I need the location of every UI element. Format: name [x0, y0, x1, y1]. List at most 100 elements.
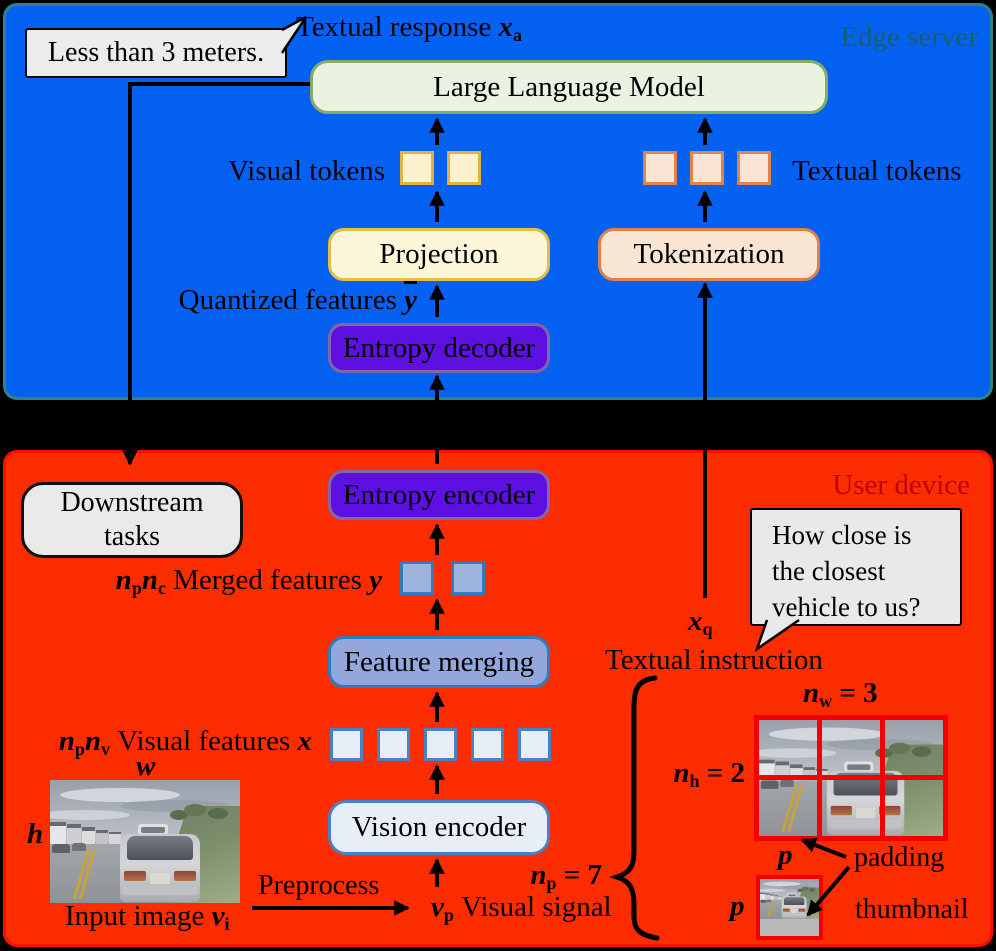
visual-feature-square [377, 728, 410, 761]
taillight-right [174, 871, 196, 881]
bumper [782, 913, 806, 917]
patch-size-label: p [778, 839, 793, 871]
house [760, 892, 765, 900]
visual-feature-square [471, 728, 504, 761]
street-scene [50, 780, 240, 903]
bush [912, 746, 932, 757]
silver-car [826, 770, 905, 836]
patch-grid-image [754, 715, 948, 841]
feature-merging-box: Feature merging [328, 636, 550, 688]
nh-count-label: nh = 2 [673, 757, 745, 792]
car-rear-window [783, 897, 805, 906]
input-image-label: Input image vi [65, 900, 230, 935]
visual-token-square [447, 151, 481, 185]
thumb-size-label: p [730, 890, 745, 922]
house [769, 894, 774, 900]
house [67, 824, 81, 844]
merged-feature-square [451, 561, 485, 595]
visual-feature-square [518, 728, 551, 761]
textual-token-square [690, 151, 724, 185]
thumbnail-scene [760, 879, 819, 919]
parked-car [72, 843, 86, 851]
visual-tokens-label: Visual tokens [228, 155, 385, 187]
house [82, 827, 95, 844]
house [778, 895, 783, 900]
visual-signal-label: vp Visual signal [431, 891, 612, 926]
edge-server-region: Edge server Less than 3 meters. Textual … [3, 3, 993, 400]
thumbnail-label: thumbnail [855, 894, 969, 925]
car-rear-window [127, 836, 193, 860]
thumbnail-padding-strip [760, 919, 819, 936]
tokenization-box: Tokenization [598, 228, 820, 281]
response-bubble-text: Less than 3 meters. [47, 37, 265, 68]
license-plate [150, 873, 170, 884]
house [50, 822, 66, 844]
taillight-right [798, 908, 806, 912]
houses-row [760, 892, 785, 900]
visual-feature-square [424, 728, 457, 761]
house [96, 830, 108, 844]
entropy-decoder-box: Entropy decoder [328, 323, 550, 373]
cloud [50, 810, 130, 820]
bush [888, 742, 911, 754]
padding-label: padding [854, 842, 945, 873]
license-plate [855, 807, 876, 819]
bumper [828, 819, 903, 829]
preprocess-label: Preprocess [258, 870, 380, 901]
cloud [60, 788, 180, 802]
llm-box: Large Language Model [310, 60, 828, 114]
visual-feature-square [330, 728, 363, 761]
textual-token-square [737, 151, 771, 185]
image-height-label: h [27, 818, 44, 850]
textual-response-label: Textual response xa [296, 11, 523, 46]
edge-server-label: Edge server [840, 21, 978, 53]
parked-car [766, 899, 772, 903]
taillight-left [124, 871, 146, 881]
vision-encoder-box: Vision encoder [328, 800, 550, 855]
downstream-tasks-box: Downstream tasks [21, 482, 243, 558]
bush [184, 804, 206, 816]
house [803, 767, 816, 781]
taillight-left [782, 908, 790, 912]
taillight-left [830, 805, 852, 816]
street-scene [760, 879, 819, 919]
input-image-photo [50, 780, 240, 903]
merged-features-label: npnc Merged features y [115, 564, 382, 599]
house [109, 832, 121, 844]
cloud [763, 881, 801, 887]
cloud [760, 888, 785, 893]
taillight-right [879, 805, 901, 816]
house [765, 893, 770, 900]
user-device-label: User device [832, 469, 970, 501]
textual-token-square [643, 151, 677, 185]
parked-car [780, 779, 794, 787]
np-count-label: np = 7 [530, 859, 602, 894]
image-width-label: w [136, 750, 156, 782]
nw-count-label: nw = 3 [803, 677, 878, 712]
license-plate [791, 909, 798, 913]
response-speech-bubble: Less than 3 meters. [25, 28, 287, 78]
visual-features-label: npnv Visual features x [58, 725, 312, 760]
cloud [768, 727, 885, 741]
cloud [781, 885, 816, 890]
bush [801, 886, 809, 891]
entropy-encoder-box: Entropy encoder [328, 470, 550, 520]
thumbnail-image [756, 875, 823, 940]
parked-car [760, 780, 779, 789]
bush [809, 888, 816, 892]
merged-feature-square [400, 561, 434, 595]
cloud [759, 748, 837, 758]
quantized-features-label: Quantized features y [178, 284, 417, 316]
bush [797, 888, 803, 893]
grid-line-horizontal [759, 775, 943, 780]
silver-car [781, 896, 807, 919]
xq-variable-label: xq [688, 605, 713, 640]
user-device-region: User device Downstream tasks Entropy enc… [3, 450, 993, 947]
bumper [122, 886, 198, 895]
textual-instruction-label: Textual instruction [605, 644, 823, 676]
bush [170, 810, 188, 820]
visual-token-square [400, 151, 434, 185]
textual-tokens-label: Textual tokens [792, 155, 962, 187]
question-speech-bubble: How close is the closest vehicle to us? [750, 508, 962, 626]
